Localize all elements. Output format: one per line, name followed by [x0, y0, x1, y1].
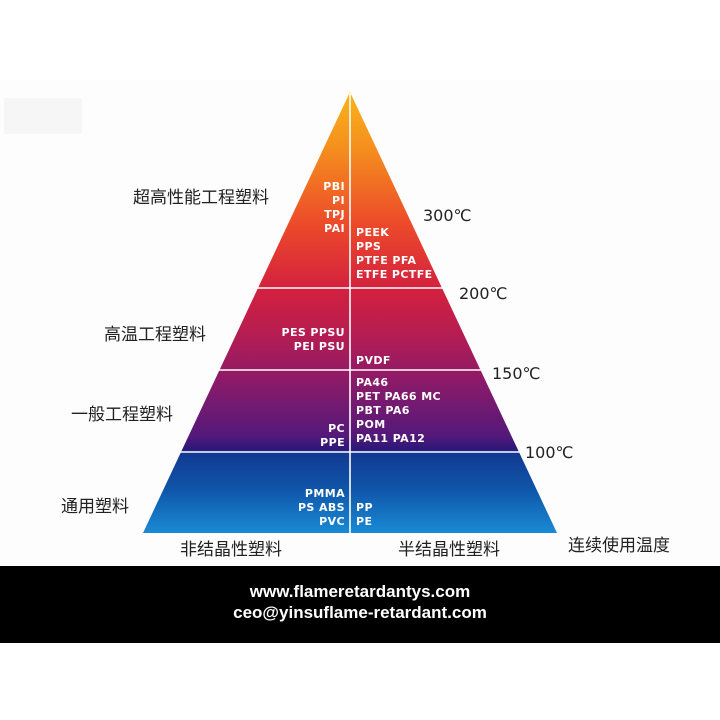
material: ETFE PCTFE: [356, 268, 433, 281]
material: TPJ: [324, 208, 345, 221]
temp-label-200: 200℃: [459, 284, 508, 303]
website-link[interactable]: www.flameretardantys.com: [249, 582, 471, 601]
material: PA46: [356, 376, 389, 389]
material: PEI PSU: [293, 340, 345, 353]
material: PTFE PFA: [356, 254, 417, 267]
material: PI: [332, 194, 345, 207]
material: PE: [356, 515, 373, 528]
temp-label-100: 100℃: [525, 443, 574, 462]
materials-semicrystalline-tier4: PP PE: [356, 501, 373, 529]
temp-label-150: 150℃: [492, 364, 541, 383]
material: PAI: [324, 222, 345, 235]
temp-label-300: 300℃: [423, 206, 472, 225]
material: PS ABS: [297, 501, 345, 514]
material: PEEK: [356, 226, 390, 239]
tier-label-commodity: 通用塑料: [61, 497, 129, 517]
material: PP: [356, 501, 373, 514]
materials-semicrystalline-tier1: PEEK PPS PTFE PFA ETFE PCTFE: [356, 226, 433, 282]
material: PVDF: [356, 354, 391, 367]
faded-logo-placeholder: [4, 98, 82, 134]
email-link[interactable]: ceo@yinsuflame-retardant.com: [233, 603, 487, 622]
axis-label-continuous-use-temperature: 连续使用温度: [568, 536, 670, 556]
tier-label-ultra-high-performance: 超高性能工程塑料: [133, 188, 269, 208]
materials-amorphous-tier3: PC PPE: [320, 422, 345, 450]
material: PPS: [356, 240, 382, 253]
materials-amorphous-tier2: PES PPSU PEI PSU: [281, 326, 345, 354]
material: PES PPSU: [281, 326, 345, 339]
material: PC: [328, 422, 345, 435]
materials-amorphous-tier1: PBI PI TPJ PAI: [323, 180, 345, 236]
materials-semicrystalline-tier3: PA46 PET PA66 MC PBT PA6 POM PA11 PA12: [356, 376, 441, 446]
tier-label-high-temp-engineering: 高温工程塑料: [104, 325, 206, 345]
material: PBT PA6: [356, 404, 410, 417]
material: PPE: [320, 436, 345, 449]
tier-label-general-engineering: 一般工程塑料: [71, 405, 173, 425]
column-label-semicrystalline: 半结晶性塑料: [398, 540, 500, 560]
material: PET PA66 MC: [356, 390, 442, 403]
materials-semicrystalline-tier2: PVDF: [356, 354, 391, 368]
material: PBI: [323, 180, 345, 193]
column-label-amorphous: 非结晶性塑料: [180, 540, 282, 560]
contact-footer: www.flameretardantys.com ceo@yinsuflame-…: [0, 566, 720, 643]
materials-amorphous-tier4: PMMA PS ABS PVC: [298, 487, 345, 529]
material: PA11 PA12: [356, 432, 426, 445]
material: PMMA: [304, 487, 345, 500]
material: PVC: [319, 515, 345, 528]
material: POM: [356, 418, 386, 431]
